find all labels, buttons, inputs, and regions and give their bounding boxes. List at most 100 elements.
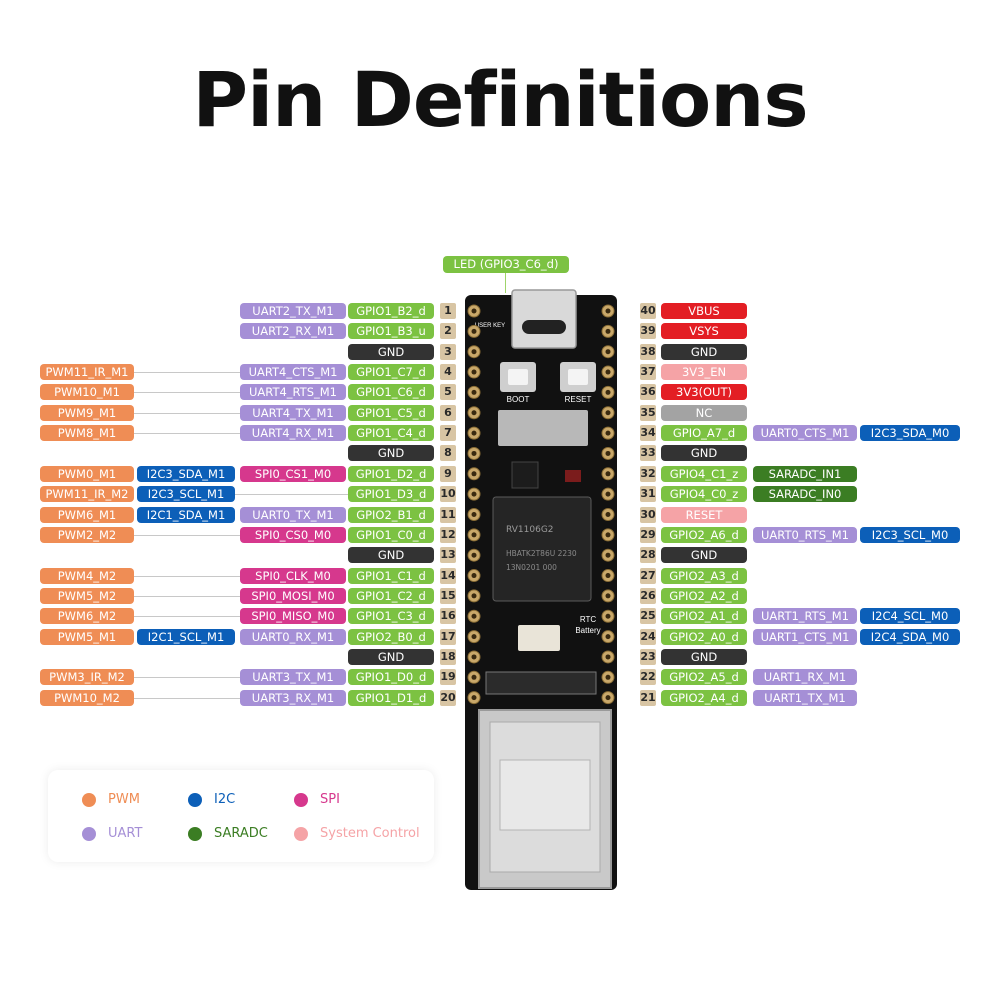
pin-label-i2c: I2C3_SDA_M0 xyxy=(860,425,960,442)
pin-number: 16 xyxy=(440,608,456,625)
pin-number: 18 xyxy=(440,648,456,665)
pin-label-gpio: GPIO2_A3_d xyxy=(661,567,747,584)
pin-label-uart: UART4_RTS_M1 xyxy=(240,384,346,401)
pin-number: 35 xyxy=(640,404,656,421)
pin-label-uart: UART1_RTS_M1 xyxy=(753,608,857,625)
pin-label-gnd: GND xyxy=(661,648,747,665)
pin-label-uart: UART0_CTS_M1 xyxy=(753,425,857,442)
pin-hole xyxy=(605,349,611,355)
pin-number: 15 xyxy=(440,587,456,604)
pin-label-pwm: PWM11_IR_M2 xyxy=(40,486,134,503)
pin-number: 10 xyxy=(440,486,456,503)
pin-number: 37 xyxy=(640,364,656,381)
pin-label-gpio: GPIO1_C7_d xyxy=(348,364,434,381)
pin-hole xyxy=(471,512,477,517)
pin-label-systemcontrol: 3V3_EN xyxy=(661,364,747,381)
pin-label-uart: UART0_TX_M1 xyxy=(240,506,346,523)
pin-label-gpio: GPIO2_A6_d xyxy=(661,526,747,543)
pin-label-gpio: GPIO1_B3_u xyxy=(348,323,434,340)
pin-number: 33 xyxy=(640,445,656,462)
pin-label-gpio: GPIO1_C2_d xyxy=(348,587,434,604)
pin-label-gpio: GPIO1_C1_d xyxy=(348,567,434,584)
pin-label-uart: UART1_TX_M1 xyxy=(753,689,857,706)
pin-label-pwm: PWM4_M2 xyxy=(40,567,134,584)
pin-label-pwm: PWM9_M1 xyxy=(40,404,134,421)
pin-label-gpio: GPIO1_C3_d xyxy=(348,608,434,625)
pin-label-spi: SPI0_CS0_M0 xyxy=(240,526,346,543)
pin-label-pwm: PWM5_M1 xyxy=(40,628,134,645)
pin-hole xyxy=(605,634,611,640)
pin-label-gpio: GPIO1_C4_d xyxy=(348,425,434,442)
pin-hole xyxy=(471,471,477,477)
pin-label-uart: UART4_RX_M1 xyxy=(240,425,346,442)
pin-label-spi: SPI0_CS1_M0 xyxy=(240,465,346,482)
pin-hole xyxy=(605,369,611,375)
pin-label-pwm: PWM10_M1 xyxy=(40,384,134,401)
pin-hole xyxy=(605,593,611,599)
led-leader-line xyxy=(505,273,506,293)
pin-label-gpio: GPIO2_A4_d xyxy=(661,689,747,706)
pin-label-pwm: PWM5_M2 xyxy=(40,587,134,604)
pin-label-gnd: GND xyxy=(661,445,747,462)
leader-line xyxy=(134,534,240,536)
pin-number: 12 xyxy=(440,526,456,543)
pin-number: 27 xyxy=(640,567,656,584)
pin-label-gnd: GND xyxy=(348,343,434,360)
pin-label-systemcontrol: RESET xyxy=(661,506,747,523)
pin-hole xyxy=(471,613,477,619)
pin-hole xyxy=(605,695,611,701)
legend-label: System Control xyxy=(320,826,420,841)
pin-number: 1 xyxy=(440,303,456,319)
pin-number: 8 xyxy=(440,445,456,462)
pin-label-gpio: GPIO2_B0_d xyxy=(348,628,434,645)
pin-label-uart: UART1_RX_M1 xyxy=(753,669,857,686)
pin-hole xyxy=(471,593,477,599)
leader-line xyxy=(235,494,348,496)
leader-line xyxy=(134,392,240,394)
pin-hole xyxy=(605,674,611,680)
pin-pads xyxy=(467,304,615,705)
pin-label-gpio: GPIO2_B1_d xyxy=(348,506,434,523)
pin-label-power: VBUS xyxy=(661,303,747,319)
pin-hole xyxy=(605,512,611,517)
legend-swatch xyxy=(294,827,308,841)
reset-label: RESET xyxy=(565,395,592,404)
pin-hole xyxy=(471,532,477,538)
pin-label-uart: UART2_TX_M1 xyxy=(240,303,346,319)
pin-label-uart: UART1_CTS_M1 xyxy=(753,628,857,645)
rtc-connector xyxy=(518,625,560,651)
pin-label-uart: UART4_CTS_M1 xyxy=(240,364,346,381)
pin-number: 5 xyxy=(440,384,456,401)
pin-number: 25 xyxy=(640,608,656,625)
pin-hole xyxy=(471,552,477,558)
chip-line-1: RV1106G2 xyxy=(506,525,554,535)
pin-hole xyxy=(471,674,477,680)
pin-hole xyxy=(605,450,611,456)
pin-label-gpio: GPIO1_D3_d xyxy=(348,486,434,503)
leader-line xyxy=(134,433,240,435)
pin-label-gpio: GPIO1_D1_d xyxy=(348,689,434,706)
leader-line xyxy=(134,575,240,577)
pin-label-pwm: PWM10_M2 xyxy=(40,689,134,706)
pin-number: 34 xyxy=(640,425,656,442)
pin-hole xyxy=(605,491,611,497)
pin-hole xyxy=(471,654,477,660)
pin-label-pwm: PWM11_IR_M1 xyxy=(40,364,134,381)
leader-line xyxy=(134,677,240,679)
legend-swatch xyxy=(82,827,96,841)
pin-label-saradc: SARADC_IN0 xyxy=(753,486,857,503)
usb-c-connector xyxy=(511,289,577,349)
leader-line xyxy=(134,697,240,699)
pin-hole xyxy=(471,695,477,701)
pin-label-spi: SPI0_MOSI_M0 xyxy=(240,587,346,604)
pin-number: 21 xyxy=(640,689,656,706)
pin-label-gpio: GPIO1_D2_d xyxy=(348,465,434,482)
chip-line-3: 13N0201 000 xyxy=(506,563,557,572)
pin-number: 24 xyxy=(640,628,656,645)
pin-label-uart: UART0_RTS_M1 xyxy=(753,526,857,543)
pin-label-uart: UART3_TX_M1 xyxy=(240,669,346,686)
pin-hole xyxy=(605,613,611,619)
pin-hole xyxy=(471,491,477,497)
pin-number: 6 xyxy=(440,404,456,421)
pin-label-gpio: GPIO2_A2_d xyxy=(661,587,747,604)
